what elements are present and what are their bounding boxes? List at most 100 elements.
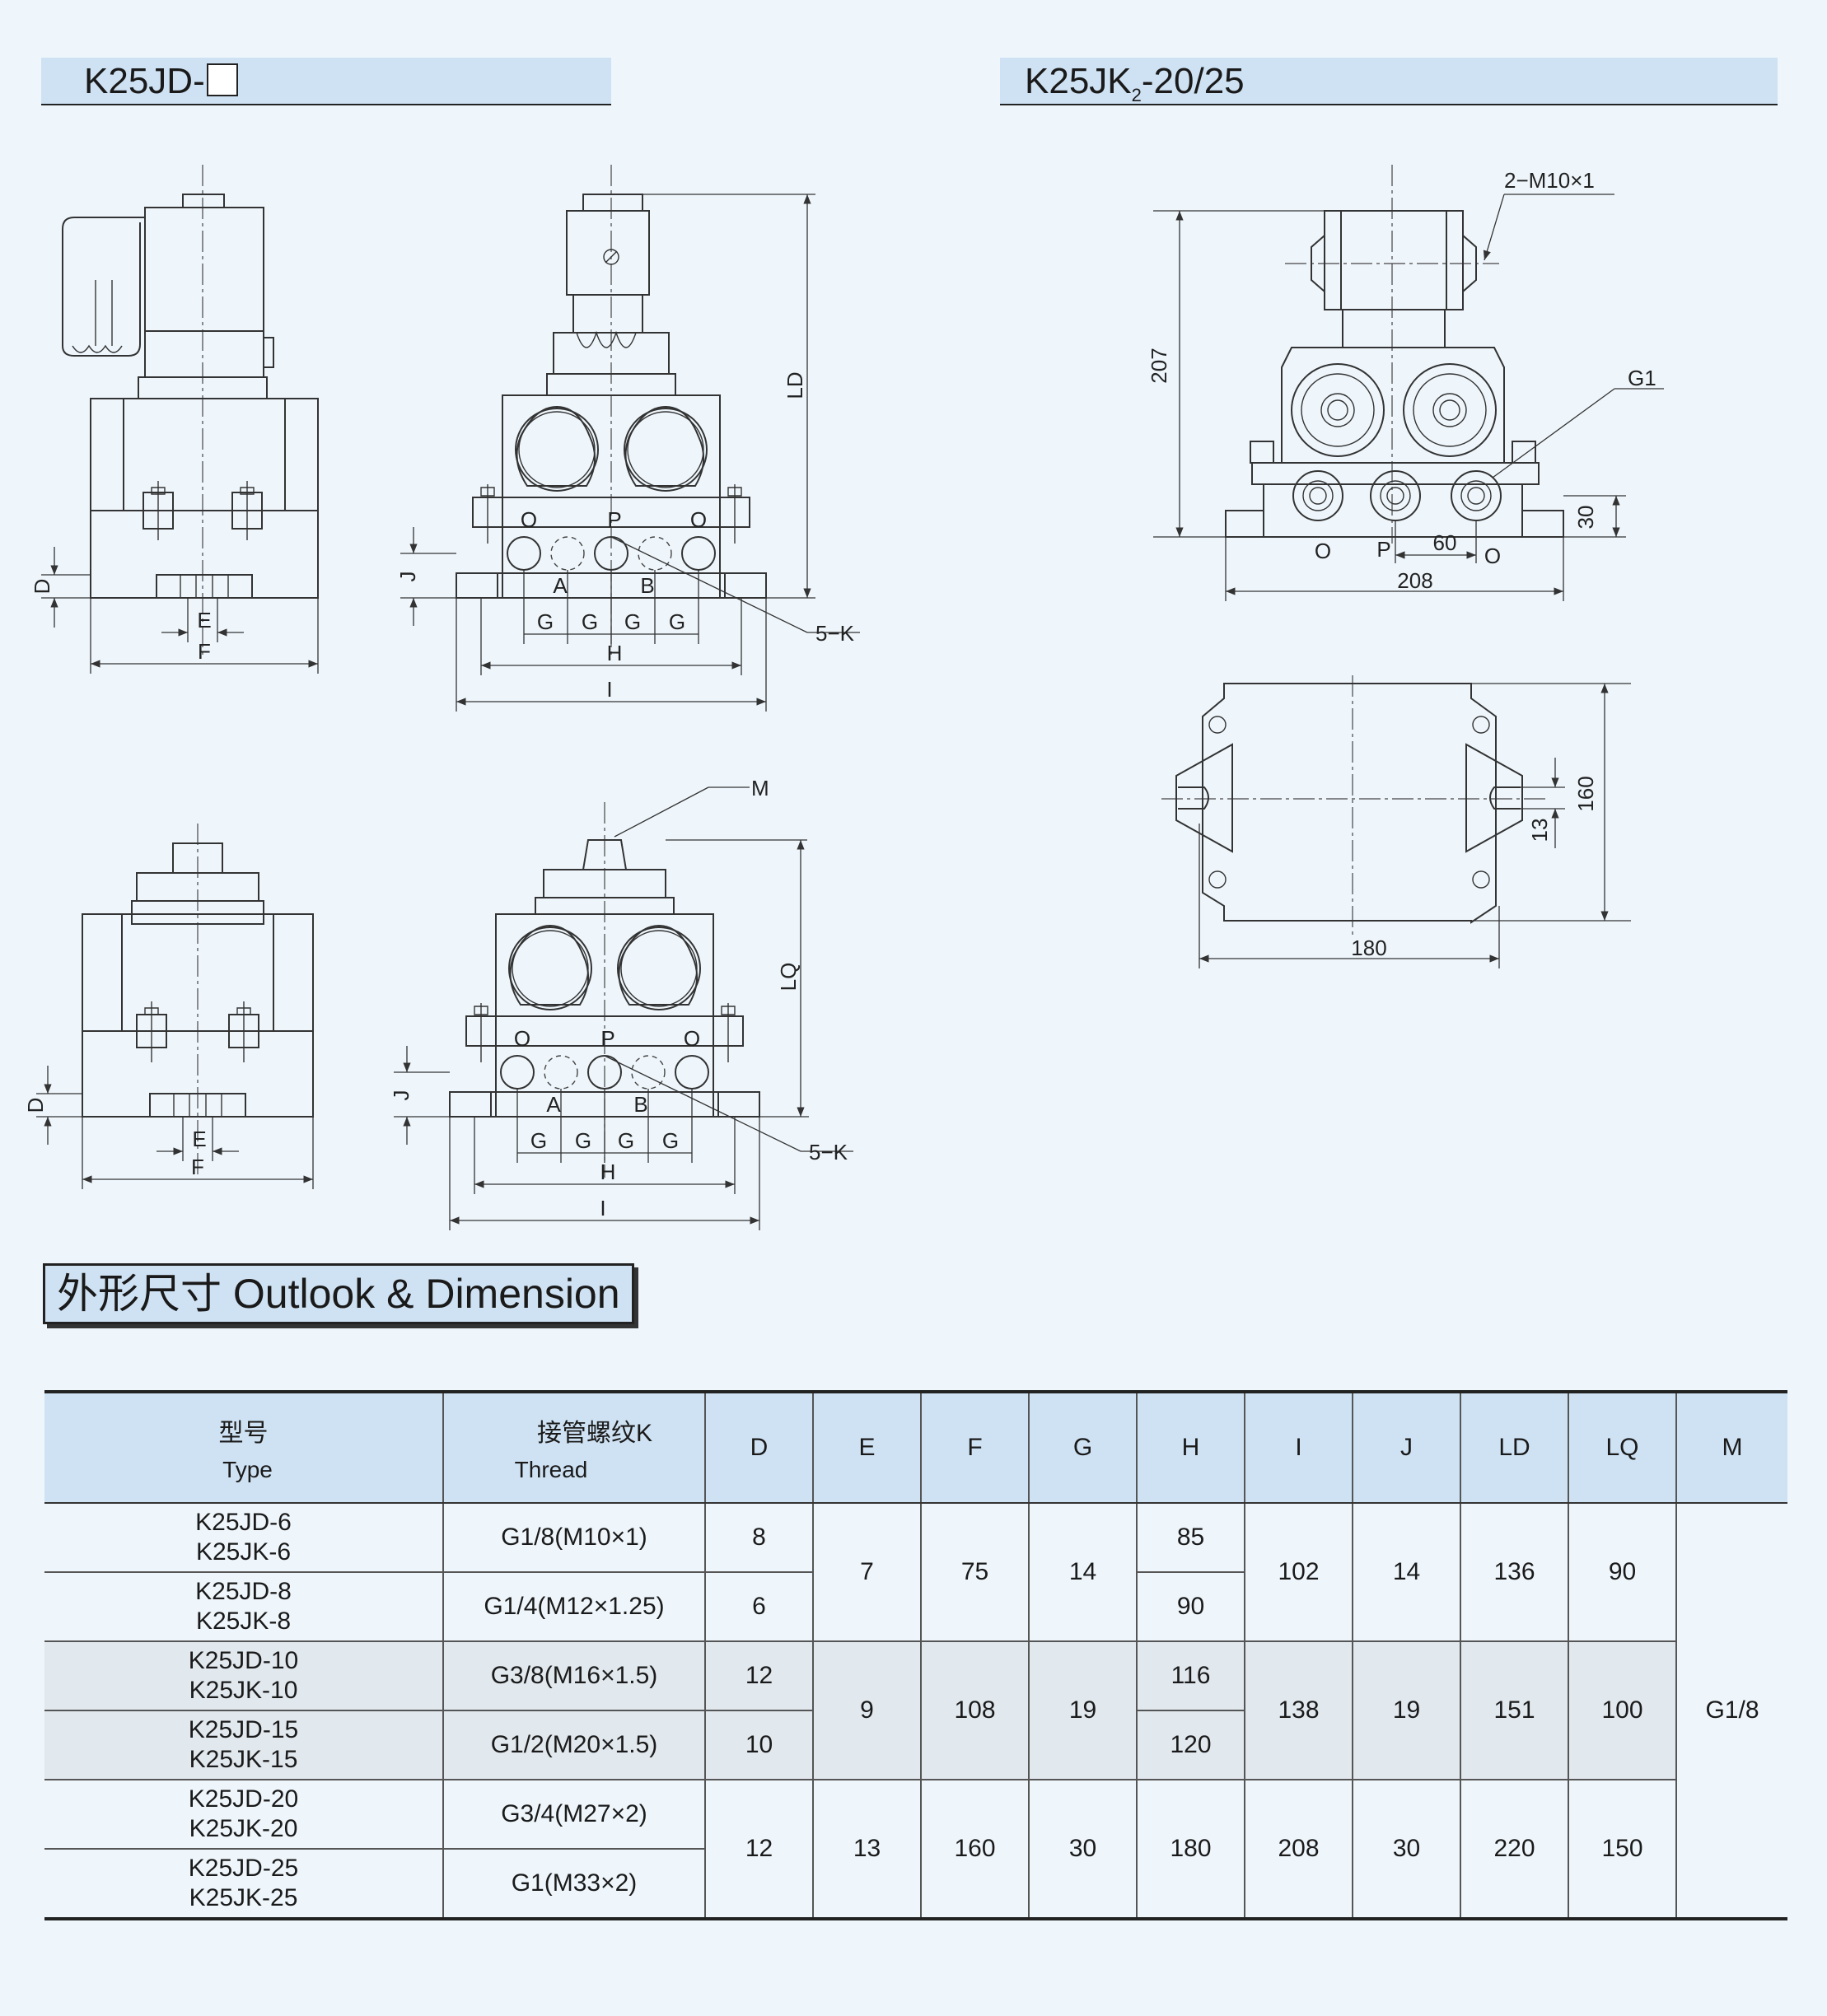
ld-cell: 136 bbox=[1460, 1503, 1568, 1642]
thread-cell: G1(M33×2) bbox=[442, 1849, 705, 1920]
dim-label-e: E bbox=[197, 608, 211, 632]
d-cell: 6 bbox=[704, 1572, 813, 1642]
h-cell: 116 bbox=[1136, 1641, 1245, 1711]
dim-label-f-2: F bbox=[191, 1155, 204, 1179]
i-cell: 208 bbox=[1244, 1780, 1353, 1920]
thread-cell: G1/8(M10×1) bbox=[442, 1503, 705, 1573]
dim-label-m: M bbox=[751, 776, 769, 800]
dim-label-5k-2: 5−K bbox=[809, 1140, 848, 1164]
port-o-right-2: O bbox=[684, 1026, 700, 1051]
label-g1: G1 bbox=[1628, 366, 1656, 390]
col-thread-cn: 接管螺纹K bbox=[536, 1420, 652, 1447]
dim-label-i: I bbox=[606, 677, 612, 702]
port-o-left: O bbox=[521, 507, 537, 532]
thread-cell: G1/4(M12×1.25) bbox=[442, 1572, 705, 1642]
label-thread-m10: 2−M10×1 bbox=[1504, 168, 1595, 193]
type-jk: K25JK-25 bbox=[189, 1884, 298, 1911]
dim-13: 13 bbox=[1527, 819, 1552, 842]
port-b-2: B bbox=[633, 1092, 647, 1117]
type-jk: K25JK-6 bbox=[195, 1538, 292, 1566]
col-g: G bbox=[1028, 1392, 1137, 1504]
header-k25jd-text: K25JD- bbox=[84, 61, 205, 101]
g-cell: 14 bbox=[1028, 1503, 1137, 1642]
header-k25jk2: K25JK2-20/25 bbox=[1000, 58, 1778, 105]
port-p-2: P bbox=[600, 1026, 614, 1051]
dim-label-e-2: E bbox=[192, 1127, 206, 1151]
col-e: E bbox=[812, 1392, 921, 1504]
drawing-jk-side: D E F bbox=[23, 824, 313, 1189]
port-a: A bbox=[553, 573, 568, 598]
g-cell: 19 bbox=[1028, 1641, 1137, 1780]
port-o-jk2-left: O bbox=[1315, 539, 1331, 563]
lq-cell: 150 bbox=[1568, 1780, 1676, 1920]
dim-label-g1: G bbox=[537, 609, 554, 634]
dim-label-g2-2: G bbox=[575, 1128, 591, 1153]
h-cell: 90 bbox=[1136, 1572, 1245, 1642]
drawing-jd-side: D E F bbox=[30, 165, 318, 674]
dim-label-ld: LD bbox=[783, 371, 807, 399]
header-k25jk2-post: -20/25 bbox=[1141, 61, 1245, 101]
type-jk: K25JK-10 bbox=[189, 1677, 298, 1704]
f-cell: 160 bbox=[920, 1780, 1029, 1920]
dim-label-i-2: I bbox=[600, 1196, 605, 1220]
type-jd: K25JD-25 bbox=[188, 1855, 299, 1882]
dim-60: 60 bbox=[1433, 530, 1457, 555]
h-cell: 85 bbox=[1136, 1503, 1245, 1573]
type-jd: K25JD-8 bbox=[195, 1578, 292, 1605]
i-cell: 102 bbox=[1244, 1503, 1353, 1642]
port-o-right: O bbox=[690, 507, 707, 532]
i-cell: 138 bbox=[1244, 1641, 1353, 1780]
j-cell: 30 bbox=[1352, 1780, 1460, 1920]
dim-label-h-2: H bbox=[600, 1160, 616, 1184]
col-h: H bbox=[1136, 1392, 1245, 1504]
port-o-left-2: O bbox=[514, 1026, 530, 1051]
type-jd: K25JD-6 bbox=[195, 1509, 292, 1536]
d-cell: 12 bbox=[704, 1641, 813, 1711]
e-cell: 9 bbox=[812, 1641, 921, 1780]
e-cell: 7 bbox=[812, 1503, 921, 1642]
dim-label-j: J bbox=[395, 572, 420, 582]
drawing-jd-front: O P O A B 5−K J LD G G G G bbox=[395, 165, 860, 712]
dim-180: 180 bbox=[1351, 936, 1386, 960]
header-k25jk2-sub: 2 bbox=[1131, 84, 1142, 105]
g-cell: 30 bbox=[1028, 1780, 1137, 1920]
type-jd: K25JD-15 bbox=[188, 1716, 299, 1743]
h-cell: 120 bbox=[1136, 1710, 1245, 1780]
d-cell: 8 bbox=[704, 1503, 813, 1573]
port-p-jk2: P bbox=[1376, 537, 1390, 562]
dim-label-g4-2: G bbox=[662, 1128, 679, 1153]
col-m: M bbox=[1675, 1392, 1787, 1504]
dim-label-d: D bbox=[30, 579, 54, 595]
dim-label-f: F bbox=[198, 639, 211, 664]
d-cell: 10 bbox=[704, 1710, 813, 1780]
thread-cell: G1/2(M20×1.5) bbox=[442, 1710, 705, 1780]
col-thread: 接管螺纹K Thread bbox=[442, 1392, 705, 1504]
f-cell: 75 bbox=[920, 1503, 1029, 1642]
drawing-jk2-front: 2−M10×1 G1 207 30 O P O 60 208 bbox=[1147, 165, 1664, 601]
col-thread-en: Thread bbox=[514, 1457, 588, 1482]
dim-label-g2: G bbox=[582, 609, 598, 634]
col-lq: LQ bbox=[1568, 1392, 1676, 1504]
port-b: B bbox=[640, 573, 654, 598]
lq-cell: 90 bbox=[1568, 1503, 1676, 1642]
ld-cell: 151 bbox=[1460, 1641, 1568, 1780]
technical-drawings: D E F bbox=[23, 0, 1827, 1252]
thread-cell: G3/8(M16×1.5) bbox=[442, 1641, 705, 1711]
placeholder-box-icon bbox=[206, 63, 238, 96]
dim-label-j-2: J bbox=[389, 1090, 414, 1101]
lq-cell: 100 bbox=[1568, 1641, 1676, 1780]
dim-label-g1-2: G bbox=[530, 1128, 547, 1153]
table-header-row: 型号 Type 接管螺纹K Thread D E F G H I J LD LQ… bbox=[44, 1392, 1787, 1504]
col-ld: LD bbox=[1460, 1392, 1568, 1504]
